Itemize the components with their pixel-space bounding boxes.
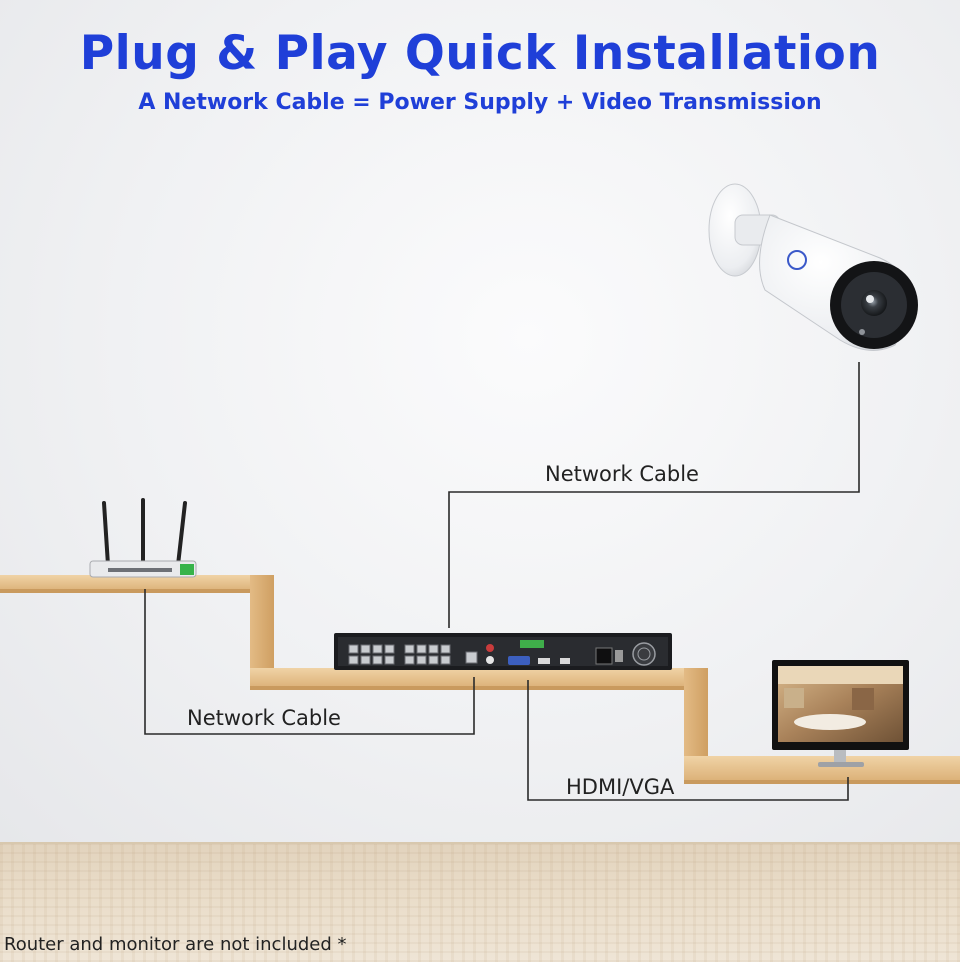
page-subtitle: A Network Cable = Power Supply + Video T… <box>138 90 822 115</box>
wooden-floor <box>0 842 960 962</box>
nvr-to-monitor-cable <box>527 680 849 801</box>
camera-cable-label: Network Cable <box>545 462 699 486</box>
page-title: Plug & Play Quick Installation <box>79 26 881 81</box>
nvr-recorder-icon <box>334 633 672 670</box>
footnote: Router and monitor are not included * <box>4 934 347 955</box>
hdmi-vga-label: HDMI/VGA <box>566 775 675 799</box>
bullet-camera-icon <box>708 183 918 351</box>
wooden-shelf <box>0 575 960 784</box>
router-to-nvr-cable <box>144 589 475 735</box>
camera-to-nvr-cable <box>448 362 860 628</box>
router-cable-label: Network Cable <box>187 706 341 730</box>
monitor-icon <box>772 660 909 767</box>
router-icon <box>89 498 197 578</box>
